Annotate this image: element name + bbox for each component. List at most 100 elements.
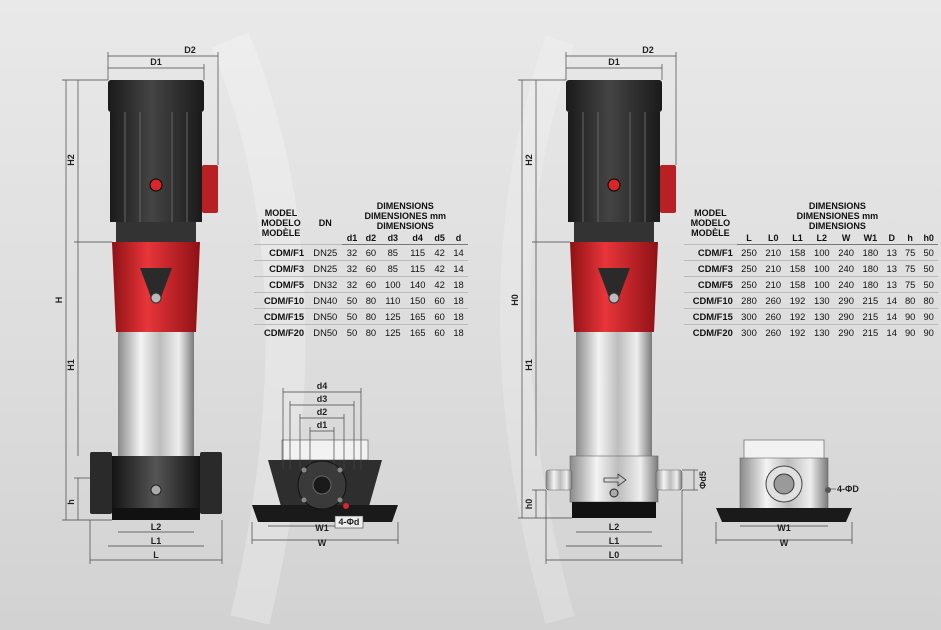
dim-label-d1: D1: [150, 57, 162, 67]
table-cell: 210: [761, 276, 786, 293]
column-header-d: D: [882, 231, 901, 245]
socket-foot: [716, 508, 852, 522]
column-header-h0: h0: [919, 231, 938, 245]
table-cell: 125: [380, 308, 406, 325]
table-cell: 100: [809, 276, 834, 293]
dim-label-h1: H1: [66, 359, 76, 371]
table-cell: 158: [785, 276, 810, 293]
dimension-table-socket: MODEL MODELO MODÈLE DIMENSIONS DIMENSION…: [684, 201, 938, 340]
inlet-socket: [545, 469, 573, 491]
model-header: MODEL MODELO MODÈLE: [690, 207, 731, 238]
table-cell: 60: [361, 244, 381, 261]
table-cell: 80: [919, 292, 938, 309]
table-cell: 80: [900, 292, 920, 309]
column-header-l0: L0: [761, 231, 786, 245]
table-cell: 240: [833, 244, 859, 261]
dim-label-d5: Φd5: [698, 471, 708, 489]
table-cell: 14: [882, 308, 901, 325]
column-header-w1: W1: [858, 231, 883, 245]
table-cell: 260: [761, 308, 786, 325]
dimension-table-flange: MODEL MODELO MODÈLE DN DIMENSIONS DIMENS…: [254, 201, 468, 340]
table-cell: 240: [833, 276, 859, 293]
motor-bracket: [574, 222, 654, 242]
table-cell: 290: [833, 324, 859, 340]
dn-header: DN: [318, 217, 332, 228]
table-cell: DN50: [308, 308, 343, 325]
model-cell: CDM/F5: [684, 276, 737, 293]
model-cell: CDM/F15: [684, 308, 737, 325]
table-cell: 250: [736, 260, 762, 277]
table-cell: 280: [736, 292, 762, 309]
table-cell: 50: [919, 244, 938, 261]
model-cell: CDM/F5: [254, 276, 309, 293]
table-cell: 290: [833, 292, 859, 309]
pump-head-recess: [140, 268, 172, 300]
table-cell: 300: [736, 308, 762, 325]
table-cell: 50: [342, 292, 362, 309]
dim-label-small-h0: h0: [524, 499, 534, 510]
table-cell: 80: [361, 292, 381, 309]
table-cell: DN25: [308, 244, 343, 261]
dim-label-h0: H0: [510, 294, 520, 306]
table-cell: 210: [761, 244, 786, 261]
dim-label-w: W: [318, 538, 327, 548]
dim-label-d4: d4: [317, 381, 328, 391]
table-cell: 180: [858, 260, 883, 277]
table-cell: 18: [449, 276, 468, 293]
table-cell: 14: [449, 244, 468, 261]
table-cell: 115: [405, 260, 431, 277]
table-cell: 14: [882, 292, 901, 309]
motor-bracket: [116, 222, 196, 242]
table-cell: 42: [430, 276, 450, 293]
table-cell: 60: [430, 292, 450, 309]
table-cell: 50: [919, 276, 938, 293]
table-cell: 100: [809, 244, 834, 261]
motor-body: [568, 112, 660, 222]
pump-sleeve: [118, 332, 194, 456]
motor-badge: [149, 178, 163, 192]
table-cell: 192: [785, 292, 810, 309]
table-cell: 110: [380, 292, 406, 309]
dim-label-w1: W1: [315, 523, 329, 533]
table-cell: 100: [809, 260, 834, 277]
model-cell: CDM/F1: [684, 244, 737, 261]
dim-label-l2: L2: [609, 522, 620, 532]
table-cell: 140: [405, 276, 431, 293]
table-cell: 300: [736, 324, 762, 340]
table-cell: 32: [342, 260, 362, 277]
table-cell: 14: [449, 260, 468, 277]
right-dimension-lines: [518, 52, 698, 564]
table-cell: 210: [761, 260, 786, 277]
dim-label-d2-small: d2: [317, 407, 328, 417]
dim-label-w1: W1: [777, 523, 791, 533]
model-cell: CDM/F3: [684, 260, 737, 277]
model-cell: CDM/F15: [254, 308, 309, 325]
dim-label-d1-small: d1: [317, 420, 328, 430]
table-cell: 60: [361, 260, 381, 277]
table-cell: 130: [809, 308, 834, 325]
pump-foot: [112, 508, 200, 520]
dim-label-w: W: [780, 538, 789, 548]
pump-foot: [572, 502, 656, 518]
table-cell: 165: [405, 324, 431, 340]
column-header-w: W: [833, 231, 859, 245]
table-cell: 85: [380, 260, 406, 277]
table-cell: 260: [761, 324, 786, 340]
dim-label-small-h: h: [66, 499, 76, 505]
pump-head-recess: [598, 268, 630, 300]
inlet-flange: [90, 452, 112, 514]
column-header-d2: d2: [361, 231, 381, 245]
dim-label-l1: L1: [151, 536, 162, 546]
table-cell: 125: [380, 324, 406, 340]
table-cell: 215: [858, 292, 883, 309]
dim-label-l: L: [153, 550, 159, 560]
table-cell: 90: [919, 308, 938, 325]
table-cell: 50: [342, 308, 362, 325]
